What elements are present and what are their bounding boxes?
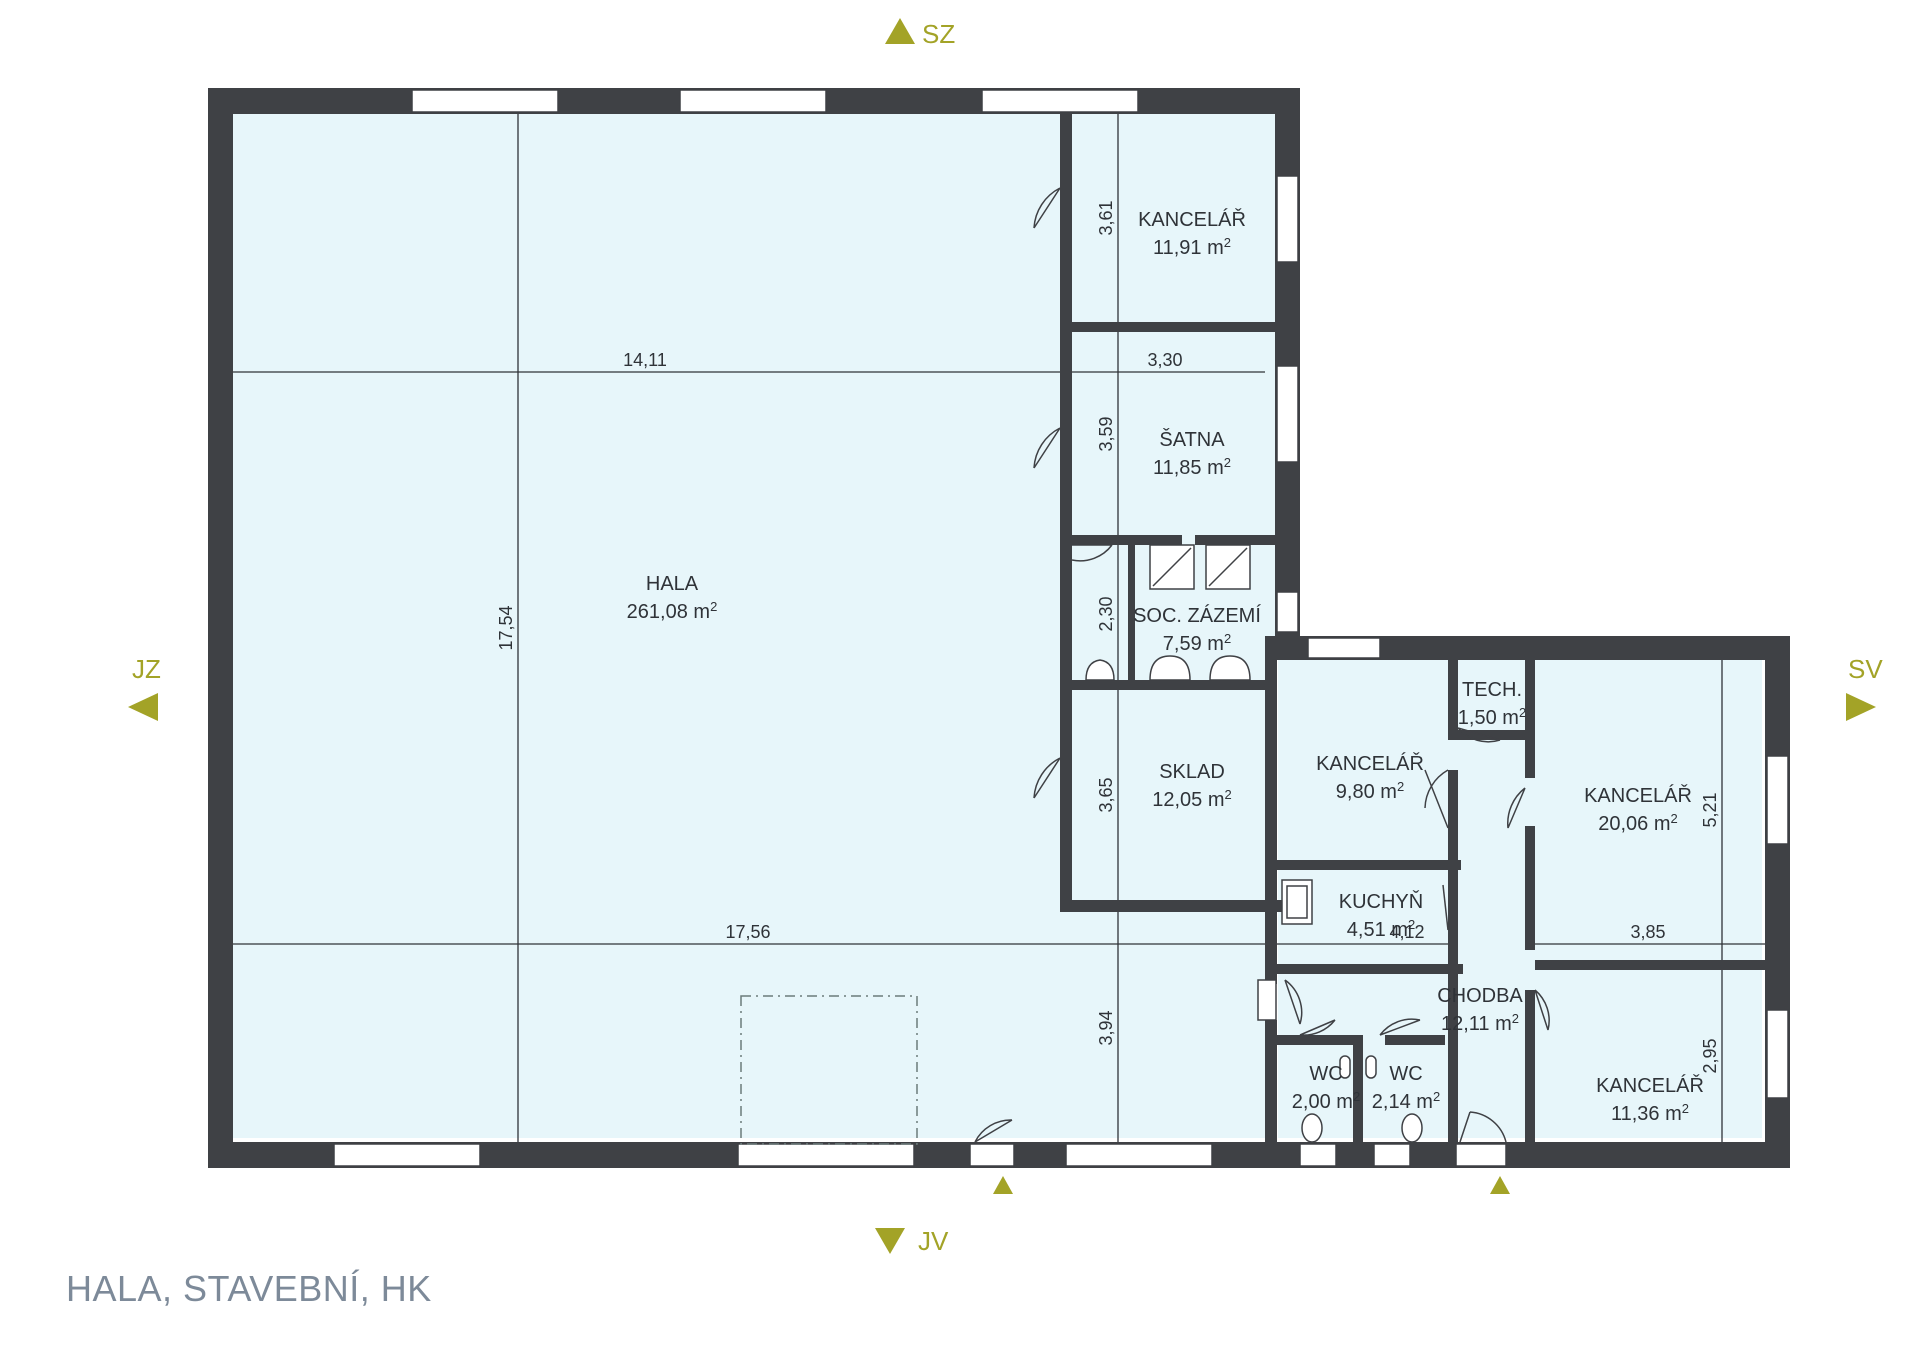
window <box>411 89 559 113</box>
floor-areas <box>233 114 1762 1138</box>
door-swing <box>1284 979 1303 1025</box>
interior-walls <box>1060 114 1765 1150</box>
window <box>1276 175 1299 263</box>
door-swing <box>1424 769 1449 829</box>
door-swing <box>1299 1019 1336 1036</box>
windows <box>333 89 1789 1167</box>
window <box>679 89 827 113</box>
dim-hala-depth: 17,54 <box>496 605 516 650</box>
room-labels: HALA 261,08 m2 KANCELÁŘ 11,91 m2 ŠATNA 1… <box>627 208 1704 1125</box>
compass-east-label: SV <box>1848 654 1883 684</box>
window <box>981 89 1139 113</box>
room-name-kancelar-mid: KANCELÁŘ <box>1316 752 1424 775</box>
window <box>333 1143 481 1167</box>
dim-kancelar-top-depth: 3,61 <box>1096 200 1116 235</box>
window <box>1276 365 1299 463</box>
room-name-kancelar-small: KANCELÁŘ <box>1596 1074 1704 1097</box>
room-area-sklad: 12,05 m2 <box>1152 787 1232 811</box>
north-arrow-icon <box>885 18 915 44</box>
plan-caption: HALA, STAVEBNÍ, HK <box>66 1268 432 1309</box>
toilet <box>1401 1113 1423 1143</box>
room-area-soc-zazemi: 7,59 m2 <box>1163 631 1231 655</box>
room-area-wc2: 2,14 m2 <box>1372 1089 1440 1113</box>
window <box>737 1143 915 1167</box>
dim-sklad-depth: 3,65 <box>1096 777 1116 812</box>
urinal <box>1365 1055 1377 1079</box>
dim-kuchyn-width: 4,12 <box>1389 922 1424 942</box>
dim-total-width: 17,56 <box>725 922 770 942</box>
door-swing <box>1442 884 1449 931</box>
dim-kancelar-big-width: 3,85 <box>1630 922 1665 942</box>
east-arrow-icon <box>1846 693 1876 721</box>
room-name-kancelar-big: KANCELÁŘ <box>1584 784 1692 807</box>
entrance-arrow-icon <box>1490 1176 1510 1194</box>
entrance-threshold <box>969 1143 1015 1167</box>
room-name-wc2: WC <box>1389 1063 1422 1085</box>
dimension-lines <box>233 114 1765 1142</box>
window <box>1065 1143 1213 1167</box>
door-swing <box>1459 1111 1507 1143</box>
room-area-kancelar-big: 20,06 m2 <box>1598 811 1678 835</box>
room-name-hala: HALA <box>646 573 699 595</box>
dimension-labels: 14,11 3,30 17,56 4,12 3,85 17,54 3,61 3,… <box>496 200 1720 1073</box>
window <box>1766 755 1789 845</box>
room-area-wc1: 2,00 m2 <box>1292 1089 1360 1113</box>
washbasin <box>1149 655 1191 681</box>
south-arrow-icon <box>875 1228 905 1254</box>
crane-gate-outline <box>740 995 918 1145</box>
dim-satna-width: 3,30 <box>1147 350 1182 370</box>
room-name-tech: TECH. <box>1462 679 1522 701</box>
urinal <box>1339 1055 1351 1079</box>
window <box>1299 1143 1337 1167</box>
window <box>1257 979 1277 1021</box>
room-name-wc1: WC <box>1309 1063 1342 1085</box>
room-name-sklad: SKLAD <box>1159 761 1225 783</box>
room-name-kuchyn: KUCHYŇ <box>1339 890 1423 913</box>
door-swing <box>1457 727 1501 743</box>
compass: SZ JV JZ SV <box>128 18 1883 1256</box>
dim-lower-depth: 3,94 <box>1096 1010 1116 1045</box>
room-name-soc-zazemi: SOC. ZÁZEMÍ <box>1133 604 1261 627</box>
west-arrow-icon <box>128 693 158 721</box>
entrance-threshold <box>1455 1143 1507 1167</box>
entrance-arrow-icon <box>993 1176 1013 1194</box>
room-area-kuchyn: 4,51 m2 <box>1347 917 1415 941</box>
compass-south-label: JV <box>918 1226 949 1256</box>
door-swing <box>1033 187 1061 229</box>
window <box>1373 1143 1411 1167</box>
door-swing <box>1033 757 1061 799</box>
dim-satna-depth: 3,59 <box>1096 416 1116 451</box>
window <box>1766 1009 1789 1099</box>
fixtures <box>1085 544 1423 1143</box>
door-swing <box>1379 1018 1421 1036</box>
room-name-kancelar-top: KANCELÁŘ <box>1138 208 1246 231</box>
room-area-tech: 1,50 m2 <box>1458 705 1526 729</box>
room-area-kancelar-top: 11,91 m2 <box>1153 235 1231 259</box>
doors <box>974 187 1550 1143</box>
room-area-hala: 261,08 m2 <box>627 599 718 623</box>
dim-kancelar-big-depth: 5,21 <box>1700 792 1720 827</box>
washbasin <box>1209 655 1251 681</box>
compass-north-label: SZ <box>922 19 955 49</box>
window <box>1276 591 1299 633</box>
room-area-kancelar-small: 11,36 m2 <box>1611 1101 1689 1125</box>
door-swing <box>1071 544 1113 562</box>
room-name-satna: ŠATNA <box>1159 428 1225 451</box>
window <box>1307 637 1381 659</box>
door-swing <box>1534 989 1550 1031</box>
dim-soc-depth: 2,30 <box>1096 596 1116 631</box>
room-area-kancelar-mid: 9,80 m2 <box>1336 779 1404 803</box>
corner-sink <box>1085 659 1115 681</box>
dim-hala-width: 14,11 <box>623 350 667 370</box>
dim-kancelar-small-depth: 2,95 <box>1700 1038 1720 1073</box>
door-swing <box>974 1119 1013 1143</box>
toilet <box>1301 1113 1323 1143</box>
room-area-chodba: 12,11 m2 <box>1441 1011 1519 1035</box>
room-name-chodba: CHODBA <box>1437 985 1523 1007</box>
door-swing <box>1033 427 1061 469</box>
door-swing <box>1507 787 1526 829</box>
compass-west-label: JZ <box>132 654 161 684</box>
room-area-satna: 11,85 m2 <box>1153 455 1231 479</box>
